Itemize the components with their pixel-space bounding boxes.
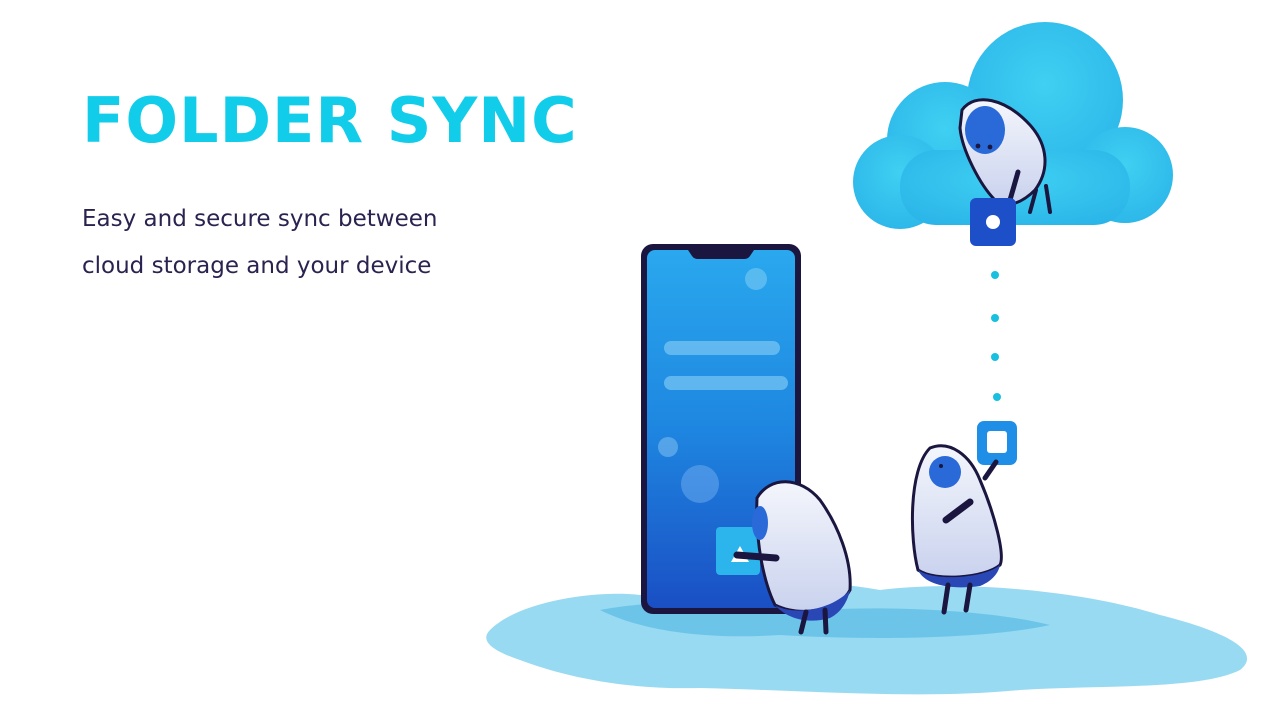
file-icon-dark <box>970 198 1016 246</box>
cloud-illustration <box>853 22 1173 229</box>
file-icon-light <box>977 421 1017 465</box>
character-at-phone <box>733 480 852 635</box>
phone-notch <box>688 250 754 259</box>
subtitle: Easy and secure sync between cloud stora… <box>82 196 502 290</box>
upload-icon <box>716 527 760 575</box>
sync-dots <box>991 271 1001 401</box>
character-holding-file <box>910 421 1017 615</box>
subtitle-line-2: cloud storage and your device <box>82 253 432 279</box>
ground-puddle <box>486 582 1248 695</box>
subtitle-line-1: Easy and secure sync between <box>82 206 438 232</box>
page-title: FOLDER SYNC <box>82 84 578 157</box>
hero-text: FOLDER SYNC Easy and secure sync between… <box>82 82 578 290</box>
character-on-cloud <box>958 98 1052 246</box>
